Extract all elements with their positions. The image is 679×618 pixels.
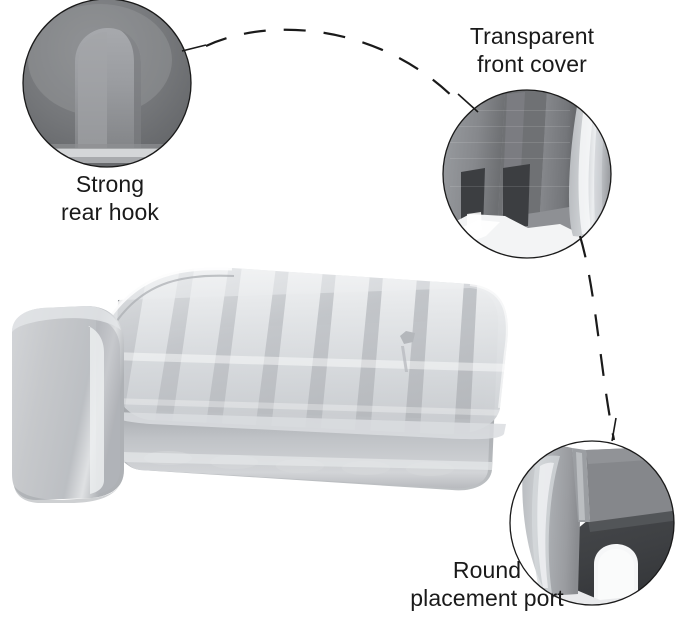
callout-circle-outline (509, 440, 675, 606)
callout-label-placement-port: Round placement port (410, 557, 564, 611)
callout-label-rear-hook: Strong rear hook (60, 171, 160, 225)
callout-circle-outline (22, 0, 192, 168)
leader-tick-rear-hook (181, 44, 207, 52)
callout-circle-outline (442, 89, 612, 259)
connector-cover-to-port (578, 235, 616, 441)
left-end-cap (12, 306, 124, 503)
callout-label-front-cover: Transparent front cover (469, 23, 595, 77)
rear-hook-photo (23, 0, 191, 167)
transparent-front-cover (105, 265, 510, 440)
front-cover-photo (443, 90, 611, 258)
cover-ribs (110, 267, 508, 435)
connector-hook-to-cover (205, 28, 457, 101)
leader-tick-front-cover (457, 93, 479, 113)
